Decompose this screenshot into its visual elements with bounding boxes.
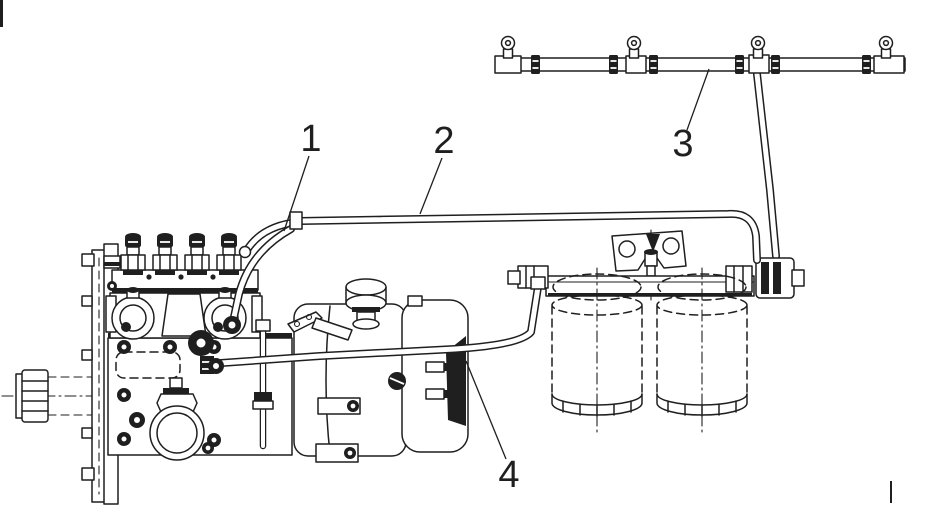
callout-leader-lines <box>283 68 710 460</box>
governor-housing <box>293 278 469 463</box>
pump-end-elbow <box>223 211 303 334</box>
control-rack-bracket <box>287 311 353 341</box>
rail-banjo-fitting <box>755 257 805 299</box>
fuel-injection-pump <box>1 232 469 505</box>
fuel-supply-pipe <box>223 209 761 334</box>
delivery-valves <box>120 232 242 276</box>
bleed-fitting <box>644 249 658 277</box>
inlet-tube <box>252 319 274 450</box>
callout-1: 1 <box>300 118 322 160</box>
fuel-filter-assembly <box>507 229 755 433</box>
corner-marks <box>0 0 892 503</box>
callout-4: 4 <box>498 454 520 496</box>
drive-shaft-coupling <box>1 369 95 423</box>
filter-to-pump-pipe <box>200 276 546 374</box>
leak-off-rail <box>494 35 906 299</box>
feed-pump <box>129 377 214 461</box>
callout-3: 3 <box>672 123 694 165</box>
rail-drop-tube <box>753 70 780 260</box>
callout-2: 2 <box>433 120 455 162</box>
